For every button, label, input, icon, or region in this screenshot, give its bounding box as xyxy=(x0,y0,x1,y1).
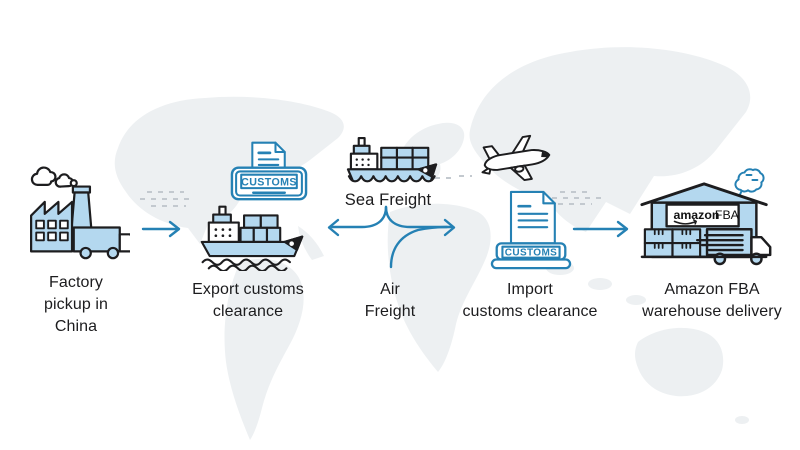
stage-label-import-customs: Import customs clearance xyxy=(462,279,597,323)
fba-sign-text: FBA xyxy=(715,208,740,222)
label-line: Export customs xyxy=(192,281,304,298)
amazon-fba-sign: amazon FBA xyxy=(665,203,740,228)
stacked-boxes xyxy=(643,228,702,258)
arrow-factory-to-export xyxy=(141,220,181,238)
sea-freight-ship-icon xyxy=(346,136,438,189)
delivery-truck xyxy=(695,228,772,266)
label-line: Factory xyxy=(48,274,104,291)
import-customs-document-icon: CUSTOMS xyxy=(490,190,572,270)
factory-truck-icon xyxy=(30,166,130,260)
label-line: China xyxy=(54,318,98,335)
arrow-split-to-import xyxy=(384,205,456,237)
pickup-truck xyxy=(72,226,130,260)
label-line: Amazon FBA xyxy=(664,281,760,298)
arrow-split-to-export-ship xyxy=(327,205,388,237)
airplane-icon xyxy=(481,134,551,182)
export-customs-stamp-icon: CUSTOMS xyxy=(230,141,308,201)
export-cargo-ship-icon xyxy=(200,205,304,271)
amazon-logo-text: amazon xyxy=(673,208,719,222)
smoke-cloud-icon xyxy=(30,166,57,186)
stage-label-warehouse: Amazon FBA warehouse delivery xyxy=(642,279,782,323)
customs-stamp-text: CUSTOMS xyxy=(505,248,558,259)
fba-warehouse-icon: amazon FBA xyxy=(640,168,772,266)
arrow-import-to-warehouse xyxy=(572,220,629,238)
label-line: pickup in xyxy=(43,296,109,313)
stage-label-air-freight: Air Freight xyxy=(365,279,416,323)
customs-stamp-text: CUSTOMS xyxy=(241,176,297,188)
label-line: customs clearance xyxy=(462,303,598,320)
label-line: clearance xyxy=(212,303,284,320)
label-line: Freight xyxy=(364,303,416,320)
label-line: Sea Freight xyxy=(344,191,432,209)
label-line: Import xyxy=(507,281,553,298)
label-line: warehouse delivery xyxy=(642,303,782,320)
curve-air-freight-join xyxy=(389,225,449,269)
stage-label-sea-freight: Sea Freight xyxy=(345,189,431,211)
label-line: Air xyxy=(380,281,400,298)
stage-label-export-customs: Export customs clearance xyxy=(192,279,304,323)
stage-label-factory: Factory pickup in China xyxy=(44,272,108,338)
